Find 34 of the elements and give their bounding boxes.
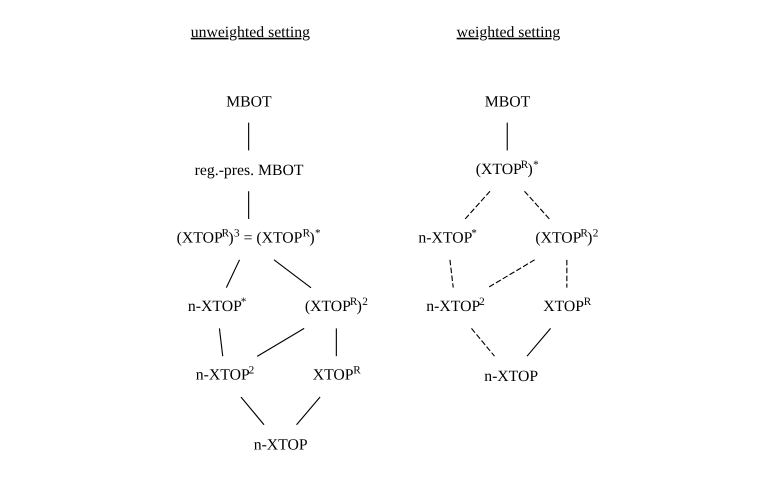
node-text: n-XTOP$^{2}$ [196,364,254,384]
node-text: n-XTOP$^{2}$ [426,296,485,315]
node-text: XTOP$^{R}$ [312,364,361,384]
node-text: n-XTOP [484,367,538,384]
connector [296,396,320,425]
connector [274,258,312,288]
node-text: (XTOP$^{R}$)$^{2}$ [535,227,598,246]
node-text: XTOP$^{R}$ [543,296,592,315]
node-text: MBOT [226,92,272,110]
connector [449,259,454,288]
connector [248,190,250,218]
node-text: (XTOP$^{R}$)$^{*}$ [476,158,539,178]
node-text: n-XTOP [254,436,308,453]
connector [248,122,250,150]
connector [218,328,224,356]
node-text: (XTOP$^{R}$)$^{3}$ = (XTOP$^{R}$)$^{*}$ [176,227,321,246]
label: weighted setting [456,23,560,40]
connector [471,328,495,356]
connector [240,396,264,425]
connector [506,122,508,150]
connector [487,258,535,288]
connector [524,190,550,219]
node-text: n-XTOP$^{*}$ [188,296,246,315]
node-text: reg.-pres. MBOT [194,162,304,179]
connector [464,190,490,219]
connector [226,259,240,288]
connector [526,328,551,356]
connector [336,328,337,356]
label: unweighted setting [190,23,310,40]
node-text: n-XTOP$^{*}$ [418,227,477,246]
node-text: MBOT [484,92,530,110]
node-text: (XTOP$^{R}$)$^{2}$ [304,296,368,315]
connector [256,327,304,356]
connector [566,259,568,288]
